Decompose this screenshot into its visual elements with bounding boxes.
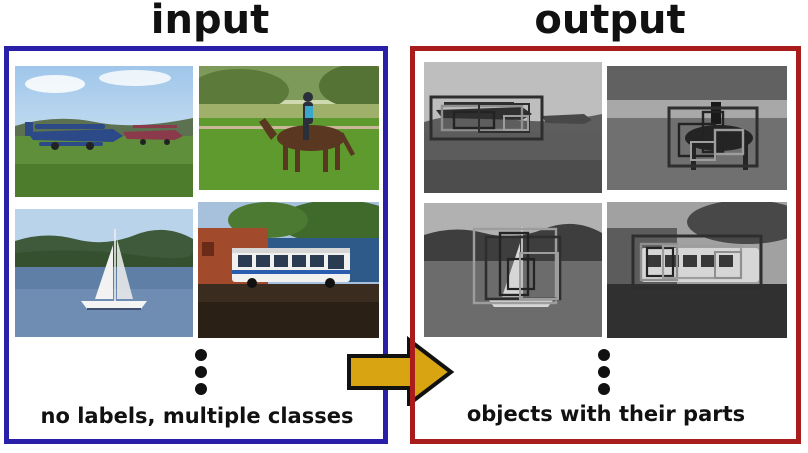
output-caption: objects with their parts bbox=[466, 402, 746, 426]
output-title: output bbox=[534, 0, 686, 43]
output-ellipsis bbox=[598, 349, 612, 400]
input-caption: no labels, multiple classes bbox=[40, 404, 354, 428]
output-image-sailboat bbox=[424, 203, 602, 337]
input-image-sailboat bbox=[15, 209, 193, 337]
input-image-horse-rider bbox=[199, 66, 379, 190]
input-ellipsis bbox=[195, 349, 209, 400]
arrow-icon bbox=[347, 336, 455, 406]
input-title: input bbox=[150, 0, 270, 43]
output-image-airplanes bbox=[424, 62, 602, 193]
output-image-bus bbox=[607, 202, 787, 338]
input-panel bbox=[4, 46, 388, 444]
output-panel bbox=[410, 46, 801, 444]
input-image-airplanes bbox=[15, 66, 193, 197]
output-image-horse-rider bbox=[607, 66, 787, 190]
input-image-bus bbox=[198, 202, 379, 338]
